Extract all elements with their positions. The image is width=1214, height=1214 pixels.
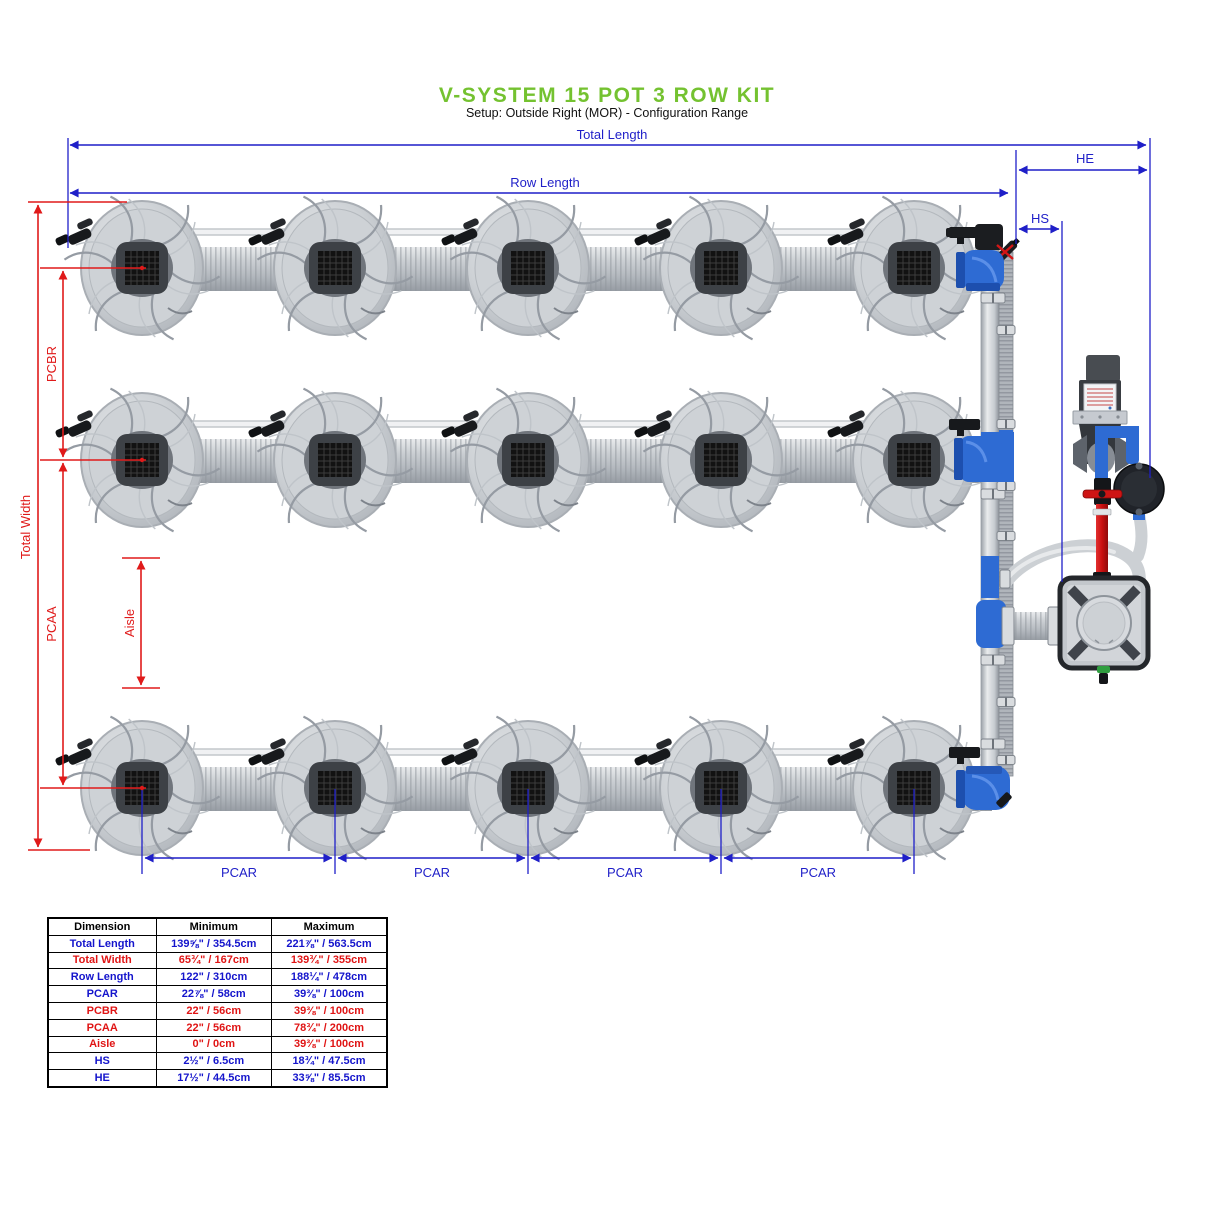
table-row-he: HE 17½" / 44.5cm 33⅝" / 85.5cm — [47, 1069, 388, 1088]
table-row-pcbr: PCBR 22" / 56cm 39⅜" / 100cm — [47, 1001, 388, 1020]
cell-dimension: Total Length — [47, 934, 157, 953]
cell-dimension: Row Length — [47, 968, 157, 987]
cell-dimension: HE — [47, 1069, 157, 1088]
cell-maximum: 188¼" / 478cm — [271, 968, 388, 987]
pcbr-label: PCBR — [44, 346, 59, 382]
pump-assembly — [999, 355, 1165, 591]
pot — [449, 195, 607, 341]
cell-minimum: 139⅝" / 354.5cm — [155, 934, 272, 953]
row-pipes — [142, 247, 992, 811]
col-header-minimum: Minimum — [155, 917, 272, 936]
dimension-arrows-red — [28, 201, 160, 851]
pcar-label-1: PCAR — [221, 865, 257, 880]
pcar-label-4: PCAR — [800, 865, 836, 880]
pump-outlet-hose — [1132, 508, 1148, 562]
cell-minimum: 2½" / 6.5cm — [155, 1052, 272, 1071]
cell-minimum: 0" / 0cm — [155, 1035, 272, 1054]
cell-minimum: 22" / 56cm — [155, 1001, 272, 1020]
cell-maximum: 39⅜" / 100cm — [271, 1001, 388, 1020]
cell-minimum: 22" / 56cm — [155, 1018, 272, 1037]
pot-rows — [54, 195, 993, 861]
pot — [256, 195, 414, 341]
manifold-supply-pipe — [980, 245, 1000, 771]
cell-maximum: 139¾" / 355cm — [271, 951, 388, 970]
pcar-label-3: PCAR — [607, 865, 643, 880]
manifold — [946, 224, 1061, 810]
cell-dimension: Total Width — [47, 951, 157, 970]
reservoir-tank — [1057, 575, 1151, 684]
col-header-maximum: Maximum — [271, 917, 388, 936]
cell-maximum: 18¾" / 47.5cm — [271, 1052, 388, 1071]
dimension-table: Dimension Minimum Maximum Total Length 1… — [47, 917, 388, 1088]
cell-minimum: 65¾" / 167cm — [155, 951, 272, 970]
drain-pipe — [1096, 504, 1108, 576]
page-subtitle: Setup: Outside Right (MOR) - Configurati… — [465, 106, 749, 120]
table-row-hs: HS 2½" / 6.5cm 18¾" / 47.5cm — [47, 1052, 388, 1071]
cell-dimension: PCAA — [47, 1018, 157, 1037]
aisle-label: Aisle — [122, 609, 137, 637]
dimension-labels: Total Length Row Length HE HS PCAR PCAR … — [18, 127, 1094, 880]
pump-piping — [1095, 426, 1145, 520]
pcar-label-2: PCAR — [414, 865, 450, 880]
hs-label: HS — [1031, 211, 1049, 226]
tank-drain-fitting — [1097, 666, 1110, 673]
pot — [449, 387, 607, 533]
table-row-pcaa: PCAA 22" / 56cm 78¾" / 200cm — [47, 1018, 388, 1037]
controller — [1079, 355, 1121, 414]
table-row-row-length: Row Length 122" / 310cm 188¼" / 478cm — [47, 968, 388, 987]
tee-row2 — [954, 432, 1014, 482]
he-label: HE — [1076, 151, 1094, 166]
manifold-top-cap — [946, 224, 1020, 262]
cell-maximum: 33⅝" / 85.5cm — [271, 1069, 388, 1088]
pot — [256, 387, 414, 533]
guide-lines-blue — [67, 138, 1151, 874]
total-width-label: Total Width — [18, 495, 33, 559]
cell-dimension: Aisle — [47, 1035, 157, 1054]
col-header-dimension: Dimension — [47, 917, 157, 936]
cell-maximum: 39⅜" / 100cm — [271, 1035, 388, 1054]
drain-valve — [1082, 478, 1123, 505]
table-row-total-width: Total Width 65¾" / 167cm 139¾" / 355cm — [47, 951, 388, 970]
elbow-row1 — [956, 250, 1004, 291]
table-row-aisle: Aisle 0" / 0cm 39⅜" / 100cm — [47, 1035, 388, 1054]
elbow-row3 — [956, 766, 1012, 810]
page-title: V-SYSTEM 15 POT 3 ROW KIT — [438, 84, 776, 107]
total-length-label: Total Length — [577, 127, 648, 142]
cell-maximum: 78¾" / 200cm — [271, 1018, 388, 1037]
pot — [642, 195, 800, 341]
table-header-row: Dimension Minimum Maximum — [47, 917, 388, 936]
cell-minimum: 22⅞" / 58cm — [155, 985, 272, 1003]
cell-minimum: 122" / 310cm — [155, 968, 272, 987]
pcaa-label: PCAA — [44, 606, 59, 642]
cell-maximum: 221⅞" / 563.5cm — [271, 934, 388, 953]
row-length-label: Row Length — [510, 175, 579, 190]
cell-maximum: 39⅜" / 100cm — [271, 985, 388, 1003]
tank-feed — [976, 600, 1061, 648]
table-row-total-length: Total Length 139⅝" / 354.5cm 221⅞" / 563… — [47, 934, 388, 953]
table-row-pcar: PCAR 22⅞" / 58cm 39⅜" / 100cm — [47, 985, 388, 1003]
pot — [642, 387, 800, 533]
cell-dimension: PCBR — [47, 1001, 157, 1020]
cell-dimension: HS — [47, 1052, 157, 1071]
pot-center-dots — [139, 265, 145, 791]
cell-dimension: PCAR — [47, 985, 157, 1003]
cell-minimum: 17½" / 44.5cm — [155, 1069, 272, 1088]
dimension-arrows-blue — [69, 140, 1148, 863]
